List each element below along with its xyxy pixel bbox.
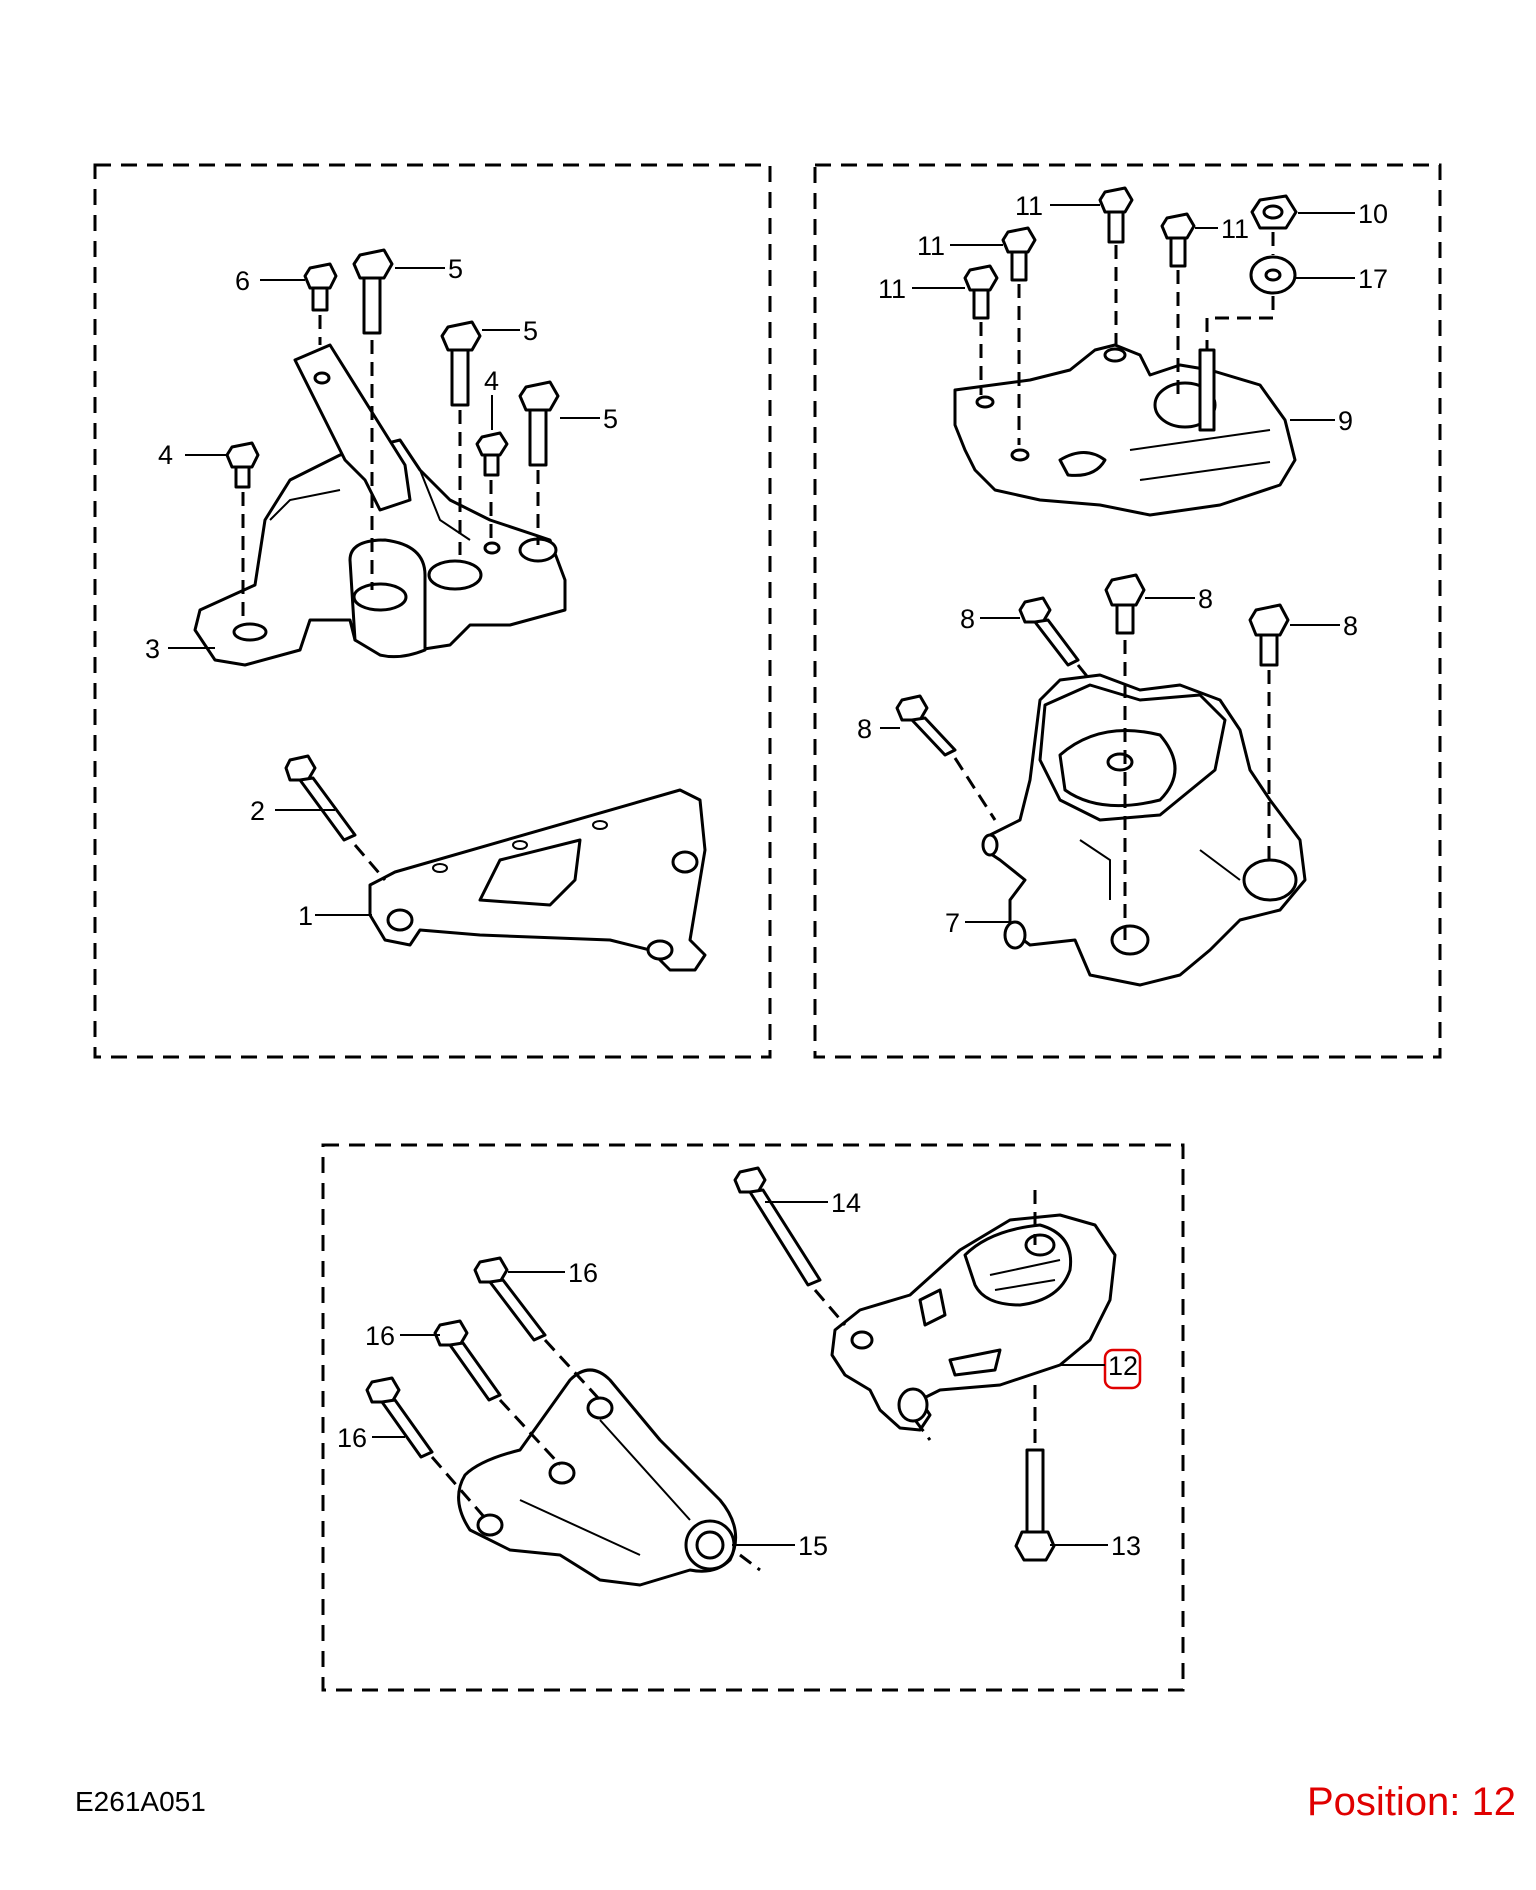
- callout-3: 3: [145, 634, 160, 664]
- callout-13: 13: [1111, 1531, 1141, 1561]
- callout-5b: 5: [523, 316, 538, 346]
- bolt-16-low: [365, 1376, 434, 1459]
- washer-17: [1249, 255, 1297, 295]
- callout-16-mid: 16: [365, 1321, 395, 1351]
- callout-16-top: 16: [568, 1258, 598, 1288]
- callout-8-top-left: 8: [960, 604, 975, 634]
- bolt-11-mid: [1001, 226, 1037, 282]
- callout-14: 14: [831, 1188, 861, 1218]
- part-12-roll-restrictor-mount: [830, 1213, 1117, 1432]
- callout-9: 9: [1338, 406, 1353, 436]
- group-frame-bottom: [321, 1143, 1185, 1692]
- bolt-11-top: [1098, 186, 1134, 244]
- group-frame-top-left: [93, 163, 772, 1059]
- bolt-14: [733, 1166, 822, 1287]
- bolt-5-right: [518, 380, 560, 467]
- bolt-11-right: [1160, 212, 1196, 268]
- part-7-transmission-mount: [981, 673, 1307, 987]
- callout-15: 15: [798, 1531, 828, 1561]
- callout-6: 6: [235, 266, 250, 296]
- nut-10: [1250, 194, 1298, 230]
- callout-11-left: 11: [878, 274, 906, 304]
- position-highlight-marker: [1103, 1348, 1142, 1390]
- bolt-13: [1014, 1448, 1056, 1562]
- callout-5c: 5: [603, 404, 618, 434]
- callout-7: 7: [945, 908, 960, 938]
- callout-4b: 4: [484, 366, 499, 396]
- position-indicator: Position: 12: [1306, 1780, 1516, 1824]
- part-3-engine-mount-bracket: [193, 343, 567, 667]
- callout-12: 12: [1108, 1351, 1138, 1381]
- bolt-6: [303, 262, 338, 312]
- bolt-11-left: [963, 264, 999, 320]
- bolt-8-top-center: [1104, 573, 1146, 635]
- bolt-5-mid: [440, 320, 482, 407]
- bolt-8-top-left: [1018, 596, 1080, 667]
- callout-8-center: 8: [1198, 584, 1213, 614]
- callout-1: 1: [298, 901, 313, 931]
- callout-11-mid: 11: [917, 231, 945, 261]
- figure-id: E261A051: [75, 1786, 206, 1817]
- part-9-support-plate: [953, 343, 1297, 517]
- callout-17: 17: [1358, 264, 1388, 294]
- bolt-8-left: [895, 694, 957, 757]
- leader-lines: [168, 204, 1355, 1546]
- part-1-bracket: [368, 788, 707, 972]
- bolt-5-long-left: [352, 248, 394, 335]
- bolt-8-top-right: [1248, 603, 1290, 667]
- callout-16-low: 16: [337, 1423, 367, 1453]
- part-15-bracket: [457, 1368, 738, 1587]
- callout-2: 2: [250, 796, 265, 826]
- bolt-4-right: [475, 431, 509, 477]
- bolt-16-mid: [433, 1319, 502, 1402]
- bolt-2: [284, 754, 357, 842]
- callout-8-left: 8: [857, 714, 872, 744]
- group-frame-top-right: [813, 163, 1442, 1059]
- bolt-16-top: [473, 1256, 547, 1342]
- callout-10: 10: [1358, 199, 1388, 229]
- callout-11-top: 11: [1015, 191, 1043, 221]
- callout-11-right: 11: [1221, 214, 1249, 244]
- callout-5a: 5: [448, 254, 463, 284]
- callout-4a: 4: [158, 440, 173, 470]
- bolt-4-left: [225, 441, 260, 489]
- callout-8-right: 8: [1343, 611, 1358, 641]
